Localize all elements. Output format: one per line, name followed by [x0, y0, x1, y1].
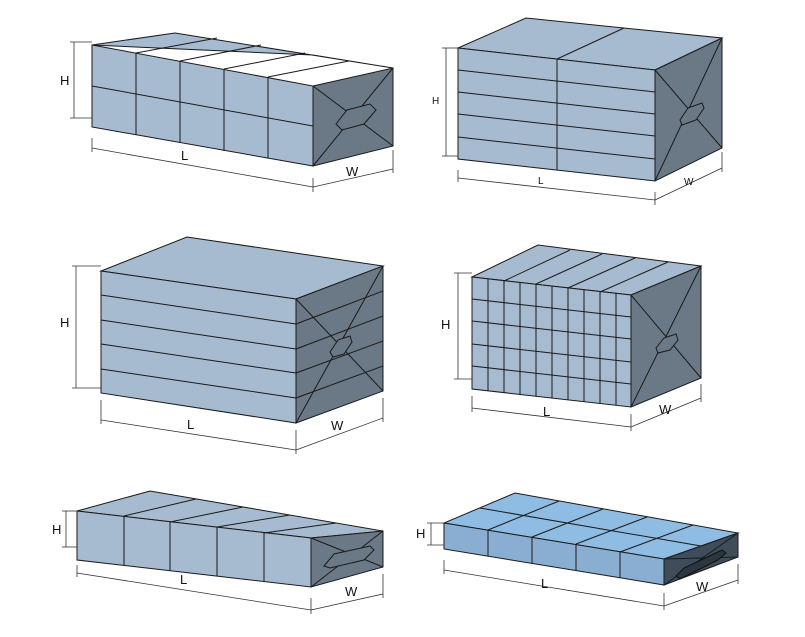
bundle-1-l-label: L	[181, 148, 188, 163]
bundle-4: H L W	[441, 244, 703, 431]
bundle-2: H L W	[432, 17, 724, 205]
bundle-2-w-label: W	[684, 177, 694, 188]
bundle-5-w-label: W	[345, 584, 358, 599]
bundle-6-l-label: L	[541, 576, 548, 591]
bundle-4-handle	[655, 333, 679, 354]
bundle-4-h-label: H	[441, 317, 450, 332]
bundle-1-w-label: W	[346, 164, 359, 179]
bundle-3-handle	[329, 335, 353, 358]
bundle-5-h-label: H	[52, 522, 61, 537]
bundle-5-handle	[323, 545, 375, 569]
bundle-4-w-label: W	[659, 402, 672, 417]
bundle-2-handle	[679, 102, 705, 126]
bundle-3-l-label: L	[187, 417, 194, 432]
bundle-2-l-label: L	[538, 176, 544, 187]
bundle-3-h-label: H	[60, 315, 69, 330]
bundle-6-h-label: H	[416, 526, 425, 541]
bundle-6-handle	[675, 549, 727, 580]
bundle-3-w-label: W	[331, 418, 344, 433]
bundle-1-h-label: H	[60, 73, 69, 88]
bundle-5: H L W	[52, 490, 384, 614]
bundle-1: H L W	[60, 32, 394, 192]
bundle-5-l-label: L	[180, 572, 187, 587]
bundle-3: H L W	[60, 236, 385, 454]
bundle-1-handle	[335, 103, 377, 131]
bundle-6: H L W	[416, 492, 740, 610]
bundle-4-l-label: L	[543, 404, 550, 419]
bundle-6-w-label: W	[696, 579, 709, 594]
bundle-2-h-label: H	[432, 96, 439, 107]
